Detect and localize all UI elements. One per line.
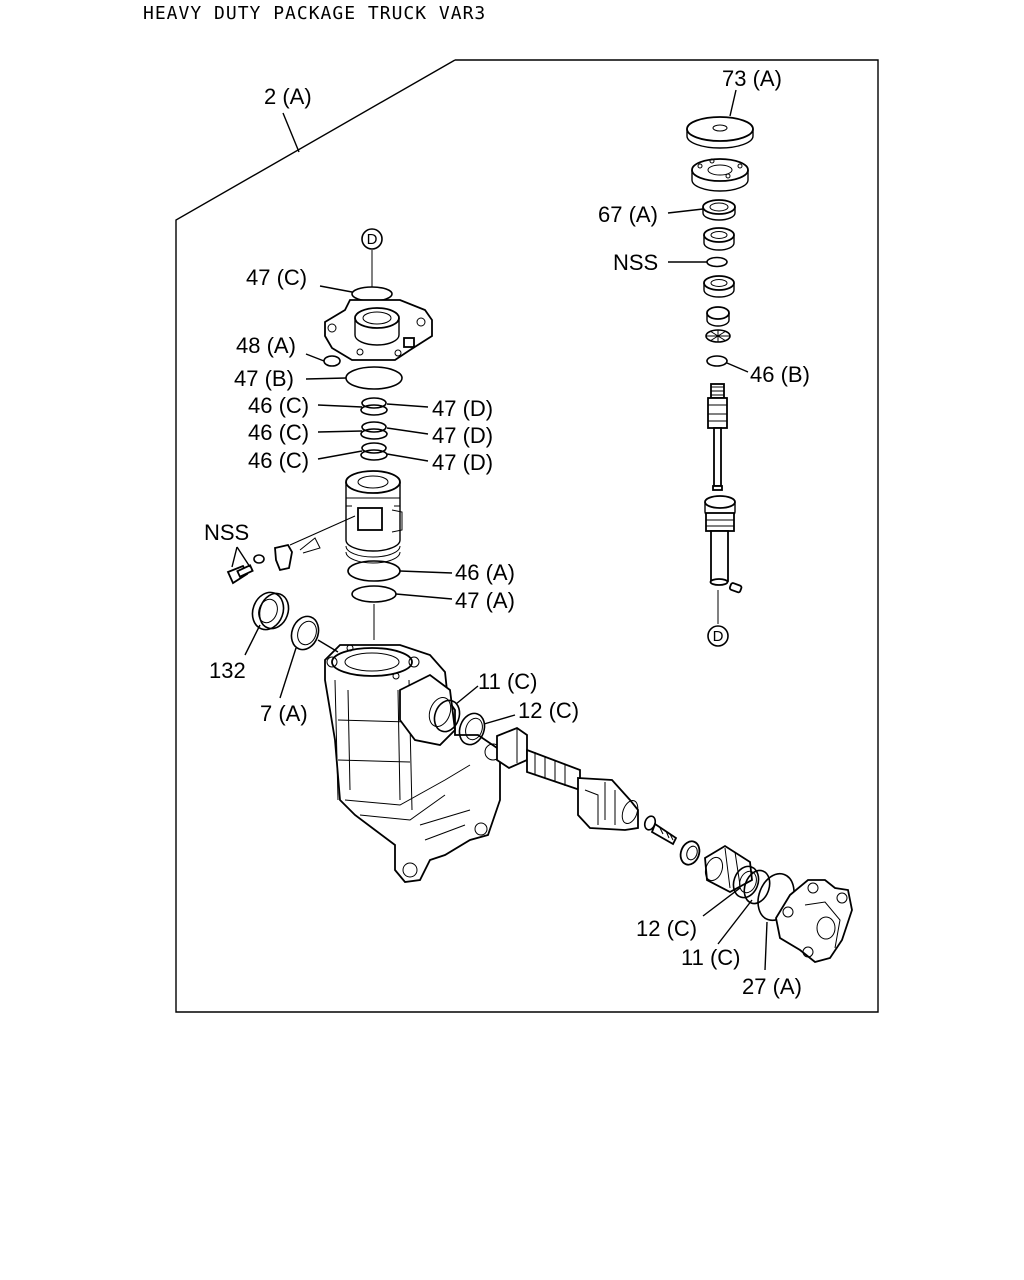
diagram-title: HEAVY DUTY PACKAGE TRUCK VAR3: [143, 3, 487, 24]
label-67a: 67 (A): [598, 202, 658, 227]
seal-67a: [702, 199, 736, 215]
sector-shaft: [496, 726, 639, 831]
label-11c-lower: 11 (C): [681, 945, 741, 970]
label-27a: 27 (A): [742, 974, 802, 999]
cap-disc: [686, 116, 754, 142]
seal-7a: [290, 615, 320, 651]
spring-washer: [705, 329, 731, 343]
seal-stack: [360, 397, 388, 461]
nss-bolt-group: [226, 515, 356, 585]
seal-11c-lower: [743, 869, 771, 905]
label-46c-2: 46 (C): [248, 420, 309, 445]
dowel-pin: [728, 582, 743, 594]
bearing-lower: [703, 275, 735, 291]
label-46b: 46 (B): [750, 362, 810, 387]
label-47c: 47 (C): [246, 265, 307, 290]
oring-47a: [351, 585, 397, 603]
label-47b: 47 (B): [234, 366, 294, 391]
label-48a: 48 (A): [236, 333, 296, 358]
side-cover: [775, 879, 853, 963]
nut: [706, 306, 730, 320]
label-7a: 7 (A): [260, 701, 308, 726]
valve-housing-top: [324, 299, 433, 361]
label-46c-3: 46 (C): [248, 448, 309, 473]
nss-ring-top: [706, 256, 728, 268]
seal-11c-upper: [433, 699, 461, 733]
oring-47c: [351, 286, 393, 302]
label-47d-3: 47 (D): [432, 450, 493, 475]
rack-piston: [345, 470, 403, 564]
diagram-frame: [175, 59, 879, 1013]
valve-sleeve: [704, 495, 736, 586]
lock-nut: [679, 840, 701, 866]
label-132: 132: [209, 658, 246, 683]
connector-d-upper-label: D: [367, 231, 378, 248]
label-12c-lower: 12 (C): [636, 916, 697, 941]
adjuster-screw: [643, 815, 678, 846]
label-73a: 73 (A): [722, 66, 782, 91]
valve-stack-group: [686, 116, 754, 624]
label-46a: 46 (A): [455, 560, 515, 585]
label-12c-upper: 12 (C): [518, 698, 579, 723]
connector-d-upper: D: [361, 228, 383, 250]
label-46c-1: 46 (C): [248, 393, 309, 418]
connector-d-lower-label: D: [713, 628, 724, 645]
valve-housing-cap: [691, 158, 749, 182]
oring-48a: [323, 355, 341, 367]
label-nss-left: NSS: [204, 520, 249, 545]
label-47d-2: 47 (D): [432, 423, 493, 448]
connector-d-lower: D: [707, 625, 729, 647]
oring-47b: [345, 366, 403, 390]
bearing-upper: [703, 227, 735, 243]
label-11c-upper: 11 (C): [478, 669, 538, 694]
seal-12c-upper: [458, 712, 486, 746]
label-nss-top: NSS: [613, 250, 658, 275]
oring-46b: [706, 355, 728, 367]
seal-132: [251, 591, 290, 631]
valve-spool: [707, 383, 728, 491]
oring-46a: [347, 560, 401, 582]
label-assembly-2a: 2 (A): [264, 84, 312, 109]
label-47d-1: 47 (D): [432, 396, 493, 421]
label-47a: 47 (A): [455, 588, 515, 613]
gear-housing: [324, 644, 502, 883]
